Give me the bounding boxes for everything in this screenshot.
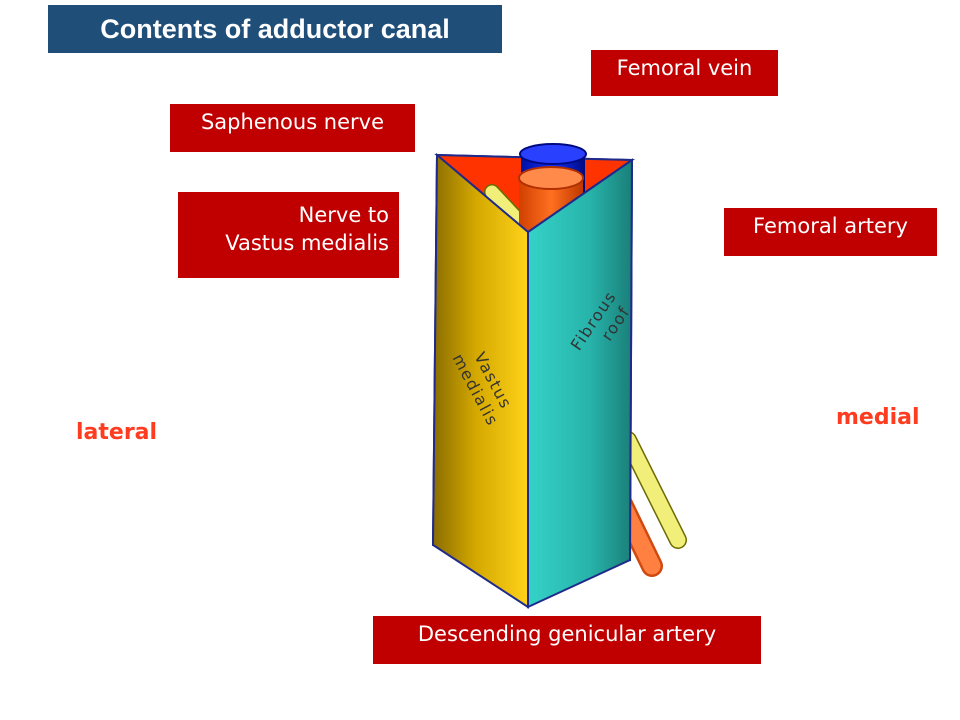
- label-medial: medial: [836, 405, 920, 430]
- label-nerve-to-vastus-medialis: Nerve to Vastus medialis: [178, 192, 399, 278]
- label-femoral-artery: Femoral artery: [724, 208, 937, 256]
- page-title: Contents of adductor canal: [48, 5, 502, 53]
- label-saphenous-nerve: Saphenous nerve: [170, 104, 415, 152]
- label-femoral-vein: Femoral vein: [591, 50, 778, 96]
- label-lateral: lateral: [76, 420, 158, 445]
- label-descending-genicular-artery: Descending genicular artery: [373, 616, 761, 664]
- label-nerve-to-line2: Vastus medialis: [225, 231, 389, 255]
- fibrous-roof-face: [527, 158, 634, 609]
- label-nerve-to-line1: Nerve to: [298, 203, 389, 227]
- saphenous-nerve: [484, 184, 687, 549]
